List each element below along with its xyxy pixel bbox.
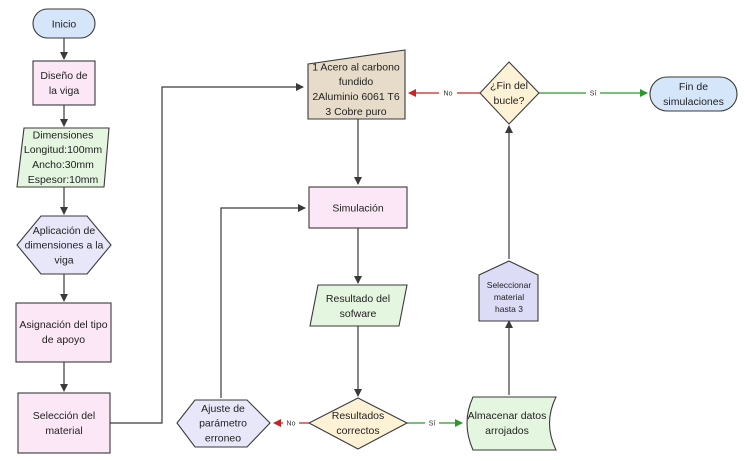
- node-diseno-viga: Diseño de la viga: [32, 60, 96, 106]
- node-label-line: hasta 3: [495, 304, 523, 314]
- node-label-line: Ancho:30mm: [32, 159, 94, 171]
- node-materiales: 1 Acero al carbono fundido 2Aluminio 6061 …: [307, 49, 406, 120]
- node-label-line: Seleccionar: [487, 280, 532, 290]
- node-label-line: 3 Cobre puro: [325, 106, 386, 118]
- node-label-line: Dimensiones: [33, 129, 94, 141]
- node-fin-bucle: ¿Fin del bucle?: [479, 61, 540, 125]
- node-fin-bucle-label: ¿Fin del bucle?: [490, 80, 528, 107]
- node-almacenar-datos: Almacenar datos arrojados: [466, 396, 557, 451]
- edge-ajuste-simulacion: [220, 204, 306, 398]
- edge-label-resultados-si: Sí: [429, 421, 436, 428]
- node-aplicacion-dimensiones-label: Aplicación de dimensiones a la viga: [25, 225, 104, 267]
- node-diseno-viga-label: Diseño de la viga: [40, 70, 87, 97]
- node-label-line: Selección del: [33, 410, 95, 422]
- node-label-line: Longitud:100mm: [24, 144, 102, 156]
- node-label-line: Resultados: [332, 410, 385, 422]
- edge-label-finbucle-no: No: [444, 91, 453, 98]
- node-aplicacion-dimensiones: Aplicación de dimensiones a la viga: [16, 215, 112, 275]
- node-label-line: Espesor:10mm: [28, 174, 99, 186]
- node-inicio-label: Inicio: [52, 19, 77, 31]
- node-label-line: Almacenar datos: [468, 410, 547, 422]
- connectors: [60, 38, 513, 424]
- node-asignacion-apoyo-label: Asignación del tipo de apoyo: [19, 319, 107, 346]
- node-label-line: sofware: [340, 308, 377, 320]
- node-fin-simulaciones-label: Fin de simulaciones: [663, 81, 724, 108]
- node-label-line: simulaciones: [663, 96, 724, 108]
- node-label-line: bucle?: [494, 95, 525, 107]
- node-seleccionar-material: Seleccionar material hasta 3: [478, 260, 539, 322]
- node-label-line: arrojados: [485, 425, 529, 437]
- node-label-line: erroneo: [205, 433, 241, 445]
- node-label-line: Aplicación de: [33, 225, 96, 237]
- node-label-line: fundido: [339, 76, 374, 88]
- node-label-line: correctos: [336, 425, 379, 437]
- node-label-line: parámetro: [199, 418, 247, 430]
- node-resultado-software-label: Resultado del sofware: [326, 293, 390, 320]
- node-seleccionar-material-label: Seleccionar material hasta 3: [487, 280, 532, 314]
- node-label-line: Inicio: [52, 19, 77, 31]
- node-label-line: de apoyo: [42, 334, 85, 346]
- node-label-line: la viga: [49, 85, 80, 97]
- node-simulacion: Simulación: [308, 186, 408, 229]
- node-seleccion-material-label: Selección del material: [33, 410, 95, 437]
- node-label-line: dimensiones a la: [25, 240, 104, 252]
- edge-label-bg: [439, 88, 457, 98]
- node-resultados-correctos-label: Resultados correctos: [332, 410, 385, 437]
- node-label-line: Diseño de: [40, 70, 87, 82]
- node-label-line: viga: [54, 255, 73, 267]
- node-resultado-software: Resultado del sofware: [309, 284, 408, 327]
- node-label-line: Simulación: [332, 203, 384, 215]
- edge-label-bg: [586, 88, 600, 98]
- node-ajuste-parametro: Ajuste de parámetro erroneo: [176, 399, 271, 448]
- node-label-line: material: [45, 425, 82, 437]
- node-label-line: Fin de: [679, 81, 708, 93]
- edge-seleccion-materiales: [110, 83, 304, 424]
- node-label-line: 1 Acero al carbono: [312, 61, 400, 73]
- node-simulacion-label: Simulación: [332, 203, 384, 215]
- node-almacenar-datos-label: Almacenar datos arrojados: [468, 410, 547, 437]
- edge-label-finbucle-si: Sí: [590, 91, 597, 98]
- node-inicio: Inicio: [32, 8, 96, 39]
- node-fin-simulaciones: Fin de simulaciones: [649, 76, 738, 112]
- node-label-line: Resultado del: [326, 293, 390, 305]
- edge-label-resultados-no: No: [287, 421, 296, 428]
- node-resultados-correctos: Resultados correctos: [307, 397, 409, 450]
- node-label-line: 2Aluminio 6061 T6: [312, 91, 400, 103]
- node-label-line: ¿Fin del: [490, 80, 528, 92]
- node-label-line: material: [494, 292, 524, 302]
- node-ajuste-parametro-label: Ajuste de parámetro erroneo: [199, 403, 247, 445]
- node-label-line: Ajuste de: [201, 403, 245, 415]
- node-seleccion-material: Selección del material: [17, 392, 111, 454]
- node-label-line: Asignación del tipo: [19, 319, 107, 331]
- node-materiales-label: 1 Acero al carbono fundido 2Aluminio 6061 …: [312, 61, 400, 118]
- node-asignacion-apoyo: Asignación del tipo de apoyo: [15, 302, 112, 363]
- edge-label-bg: [425, 418, 439, 428]
- edge-label-bg: [283, 418, 299, 428]
